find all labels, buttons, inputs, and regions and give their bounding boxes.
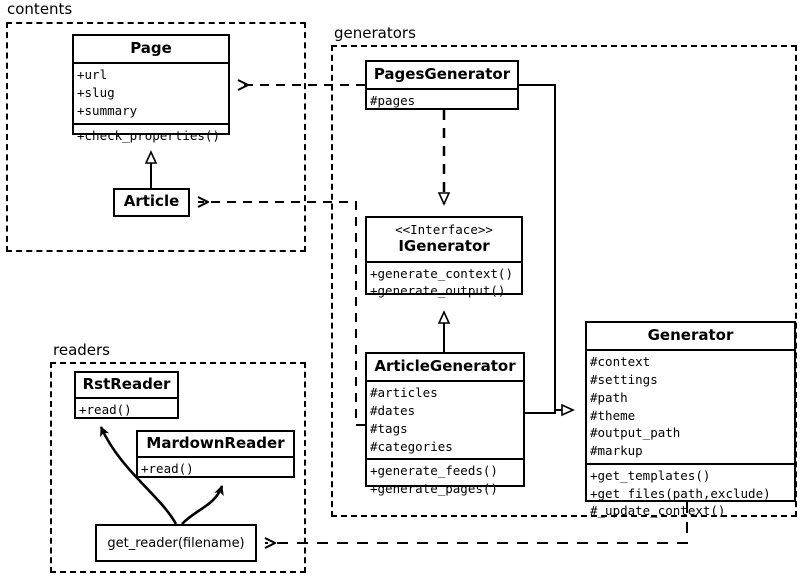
class-pagesgenerator[interactable]: PagesGenerator #pages — [365, 60, 519, 110]
package-readers-label: readers — [50, 341, 113, 359]
class-rstreader-title: RstReader — [82, 375, 171, 393]
class-mardownreader-title: MardownReader — [146, 434, 285, 452]
class-articlegenerator-methods: +generate_feeds() +generate_pages() — [367, 458, 523, 501]
attribute: #articles — [370, 385, 438, 401]
class-igenerator[interactable]: <<Interface>> IGenerator +generate_conte… — [365, 216, 523, 298]
class-pagesgenerator-attributes: #pages — [367, 88, 517, 113]
attribute: #output_path — [590, 425, 681, 441]
attribute: #settings — [590, 372, 658, 387]
class-igenerator-title: <<Interface>> IGenerator — [367, 218, 521, 261]
class-rstreader[interactable]: RstReader +read() — [74, 371, 179, 419]
class-mardownreader[interactable]: MardownReader +read() — [136, 430, 295, 478]
attribute: #dates — [370, 403, 416, 418]
attribute: #theme — [590, 407, 636, 423]
attribute: #pages — [370, 93, 416, 109]
method: +generate_pages() — [370, 481, 498, 496]
method: +get_files(path,exclude) — [590, 485, 771, 501]
class-articlegenerator-attributes: #articles #dates #tags #categories — [367, 380, 523, 458]
method: +read() — [79, 402, 132, 418]
class-generator[interactable]: Generator #context #settings #path #them… — [585, 321, 796, 518]
package-contents — [6, 22, 306, 252]
class-igenerator-name: IGenerator — [398, 237, 490, 256]
method: +generate_context() — [370, 265, 513, 281]
class-page[interactable]: Page +url +slug +summary +check_properti… — [72, 34, 230, 143]
attribute: #context — [590, 354, 651, 370]
class-pagesgenerator-title: PagesGenerator — [373, 65, 511, 83]
class-generator-attributes: #context #settings #path #theme #output_… — [587, 349, 794, 463]
class-igenerator-methods: +generate_context() +generate_output() — [367, 260, 521, 304]
class-article-title: Article — [123, 192, 180, 210]
function-get-reader[interactable]: get_reader(filename) — [95, 524, 257, 562]
attribute: #tags — [370, 420, 408, 436]
method: +generate_output() — [370, 283, 506, 299]
method: +generate_feeds() — [370, 463, 498, 479]
class-page-methods: +check_properties() — [74, 122, 228, 148]
package-contents-label: contents — [4, 0, 76, 18]
attribute: #path — [590, 389, 628, 405]
attribute: +summary — [77, 102, 138, 118]
class-article[interactable]: Article — [113, 188, 190, 217]
class-articlegenerator-title: ArticleGenerator — [374, 357, 516, 375]
package-readers — [50, 362, 306, 573]
class-generator-methods: +get_templates() +get_files(path,exclude… — [587, 462, 794, 523]
attribute: +slug — [77, 85, 115, 100]
class-page-title: Page — [130, 39, 172, 57]
method: #_update_context() — [590, 503, 726, 519]
class-page-attributes: +url +slug +summary — [74, 62, 228, 122]
class-articlegenerator[interactable]: ArticleGenerator #articles #dates #tags … — [365, 352, 525, 496]
class-generator-title: Generator — [647, 326, 734, 344]
attribute: +url — [77, 67, 108, 83]
class-rstreader-methods: +read() — [76, 397, 177, 422]
class-mardownreader-methods: +read() — [138, 456, 293, 481]
package-generators-label: generators — [331, 24, 419, 42]
method: +get_templates() — [590, 467, 711, 483]
class-igenerator-stereotype: <<Interface>> — [395, 222, 493, 237]
attribute: #categories — [370, 438, 453, 454]
method: +check_properties() — [77, 127, 220, 143]
attribute: #markup — [590, 443, 643, 458]
method: +read() — [141, 461, 194, 477]
